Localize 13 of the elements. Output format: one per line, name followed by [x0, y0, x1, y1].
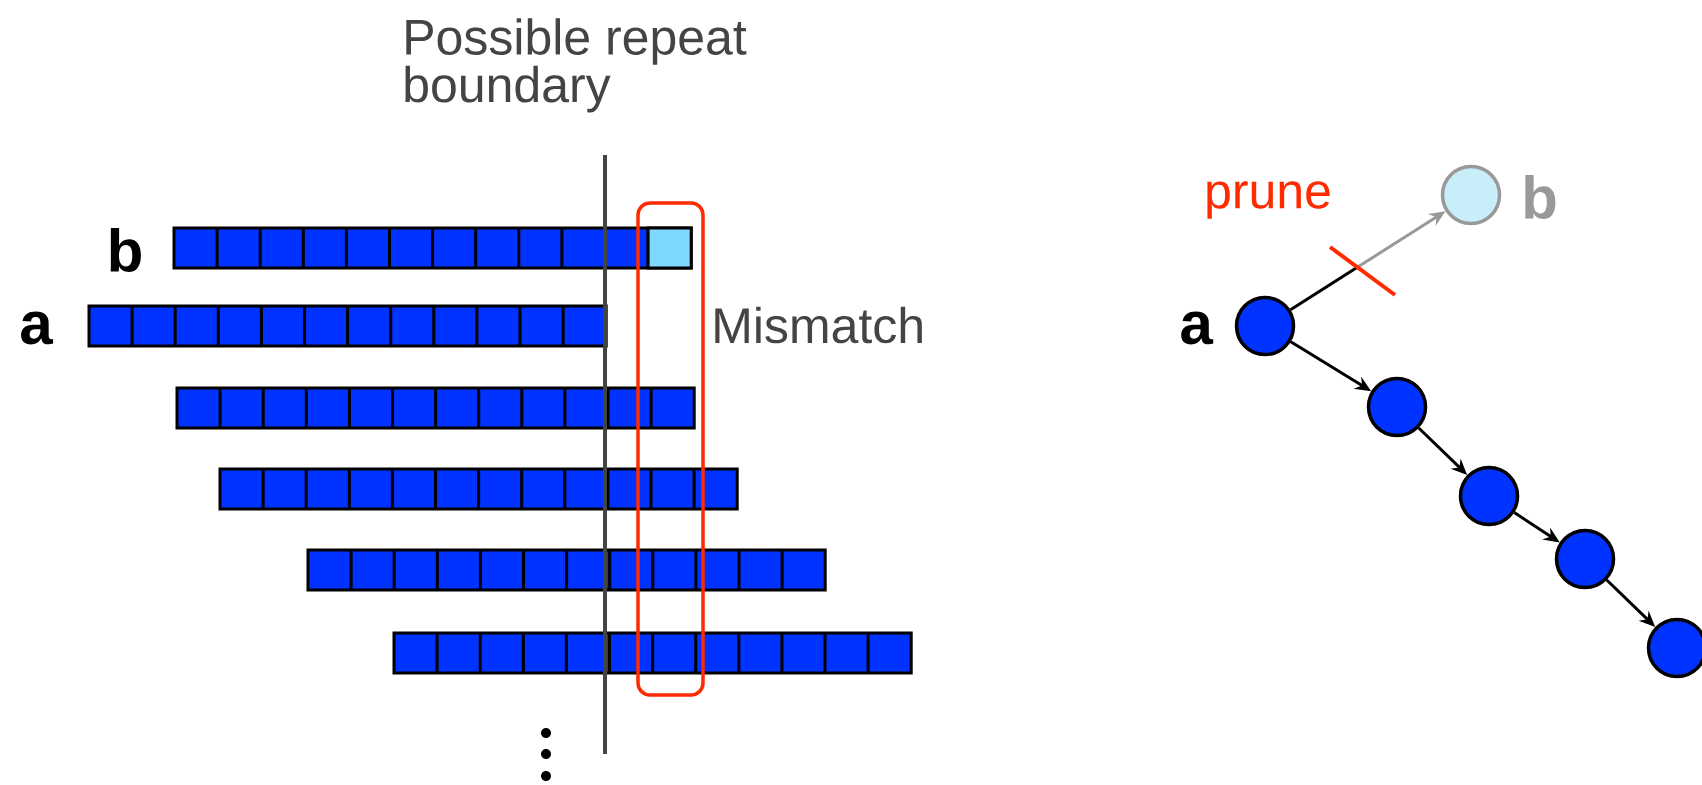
graph-node [1646, 617, 1702, 679]
graph-node [1366, 376, 1428, 438]
read-label: b [110, 228, 141, 273]
node-label: a [1181, 311, 1214, 345]
graph-node [1440, 164, 1502, 226]
read-label: a [21, 311, 54, 345]
boundary-label: Possible repeat boundary [405, 18, 747, 113]
node-label: b [1525, 175, 1556, 220]
mismatch-label: Mismatch [715, 306, 922, 344]
graph-node [1554, 528, 1616, 590]
graph-node [1234, 295, 1296, 357]
graph-node [1458, 465, 1520, 527]
edge-label: prune [1207, 181, 1330, 219]
